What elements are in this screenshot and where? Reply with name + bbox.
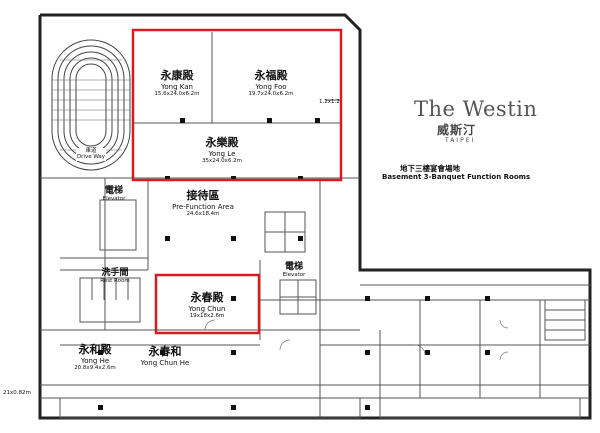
driveway-en: Drive Way — [76, 154, 106, 161]
column-spacing-note: 1.2x1.2 — [319, 99, 340, 105]
floor-title-en: Basement 3-Banquet Function Rooms — [382, 173, 531, 181]
elevator-right-zh: 電梯 — [284, 262, 303, 272]
room-yong-chun-zh: 永春殿 — [190, 291, 224, 304]
room-yong-le-zh: 永樂殿 — [205, 136, 239, 149]
room-prefunction-dims: 24.6x18.4m — [186, 210, 220, 217]
elevator-right: 電梯 Elevator — [279, 262, 309, 279]
room-prefunction: 接待區 Pre-Function Area 24.6x18.4m — [163, 189, 243, 217]
elevator-left: 電梯 Elevator — [99, 186, 129, 203]
highlight-yong-chun — [154, 273, 261, 335]
room-yong-foo-zh: 永福殿 — [254, 69, 288, 82]
driveway-zh: 車道 — [85, 148, 97, 154]
outside-dims-note: 21x0.82m — [3, 390, 31, 396]
room-yong-chun-dims: 19x18x2.6m — [189, 312, 225, 319]
room-yong-he-zh: 永和殿 — [78, 343, 112, 356]
room-yong-chun-he-en: Yong Chun He — [140, 358, 190, 367]
driveway: 車道 Drive Way — [76, 148, 106, 161]
room-yong-foo-dims: 19.7x24.0x6.2m — [248, 90, 294, 97]
room-yong-le-en: Yong Le — [208, 149, 236, 158]
room-yong-chun-en: Yong Chun — [188, 304, 226, 313]
elevator-left-en: Elevator — [102, 196, 126, 203]
room-yong-kan-en: Yong Kan — [161, 82, 193, 91]
restroom-zh: 洗手間 — [101, 268, 129, 278]
room-yong-kan: 永康殿 Yong Kan 15.6x24.0x6.2m — [147, 69, 207, 97]
brand-name: The Westin — [414, 97, 538, 121]
elevator-right-en: Elevator — [282, 272, 306, 279]
room-yong-foo-en: Yong Foo — [255, 82, 287, 91]
room-yong-kan-dims: 15.6x24.0x6.2m — [154, 90, 200, 97]
elevator-left-zh: 電梯 — [104, 186, 123, 196]
room-yong-he: 永和殿 Yong He 20.8x9.4x2.6m — [63, 343, 127, 371]
room-yong-le-dims: 35x24.0x6.2m — [202, 157, 242, 164]
room-prefunction-en: Pre-Function Area — [172, 202, 234, 211]
room-yong-chun: 永春殿 Yong Chun 19x18x2.6m — [175, 291, 239, 319]
highlight-grand-ballroom — [131, 28, 343, 182]
floor-title-zh: 地下三樓宴會場地 — [400, 164, 460, 173]
room-yong-chun-he: 永春和 Yong Chun He — [130, 345, 200, 367]
room-yong-chun-he-zh: 永春和 — [148, 345, 182, 358]
structural-columns — [98, 118, 490, 410]
room-yong-kan-zh: 永康殿 — [160, 69, 194, 82]
room-yong-he-dims: 20.8x9.4x2.6m — [74, 364, 116, 371]
restroom-en: Rest Room — [100, 278, 130, 285]
room-yong-he-en: Yong He — [80, 356, 110, 365]
room-yong-le: 永樂殿 Yong Le 35x24.0x6.2m — [190, 136, 254, 164]
brand-logo: 威斯汀 — [437, 123, 477, 137]
room-yong-foo: 永福殿 Yong Foo 19.7x24.0x6.2m — [239, 69, 303, 97]
brand-city: TAIPEI — [445, 137, 476, 144]
restroom: 洗手間 Rest Room — [95, 268, 135, 285]
room-prefunction-zh: 接待區 — [186, 189, 220, 202]
